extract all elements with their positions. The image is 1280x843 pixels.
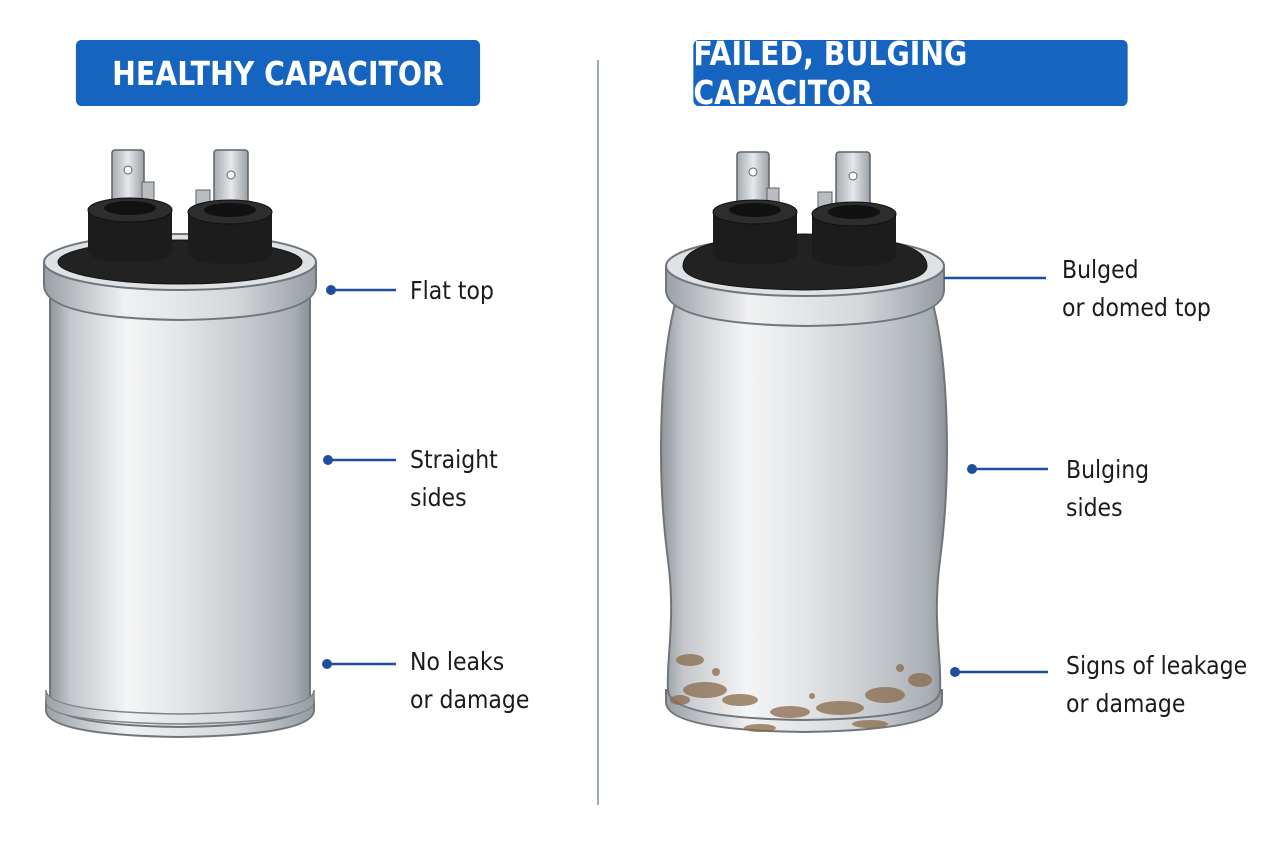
callout-leakage-line2: or damage [1066, 689, 1186, 718]
terminal-left [87, 149, 173, 262]
center-divider [597, 60, 599, 805]
leakage-stains [670, 654, 932, 732]
healthy-capacitor-title: HEALTHY CAPACITOR [75, 40, 481, 106]
bulging-capacitor [660, 151, 948, 734]
callout-straight-sides: Straight sides [410, 441, 498, 517]
callout-leakage-line1: Signs of leakage [1066, 651, 1248, 680]
healthy-callouts [322, 285, 396, 669]
callout-straight-sides-line2: sides [410, 483, 467, 512]
terminal-right-failed [811, 151, 897, 266]
callout-bulged-top: Bulged or domed top [1062, 251, 1211, 327]
healthy-capacitor [43, 149, 317, 739]
callout-bulging-sides-line2: sides [1066, 493, 1123, 522]
callout-bulging-sides: Bulging sides [1066, 451, 1149, 527]
callout-no-leaks-line1: No leaks [410, 647, 505, 676]
callout-no-leaks-line2: or damage [410, 685, 530, 714]
callout-flat-top-line1: Flat top [410, 276, 494, 305]
terminal-left-failed [712, 151, 798, 264]
failed-capacitor-title: FAILED, BULGING CAPACITOR [693, 34, 1128, 112]
callout-bulged-top-line1: Bulged [1062, 255, 1139, 284]
callout-flat-top: Flat top [410, 272, 494, 310]
terminal-right [187, 149, 273, 264]
callout-bulged-top-line2: or domed top [1062, 293, 1211, 322]
callout-no-leaks: No leaks or damage [410, 643, 529, 719]
failed-callouts [944, 276, 1048, 677]
callout-bulging-sides-line1: Bulging [1066, 455, 1150, 484]
callout-straight-sides-line1: Straight [410, 445, 498, 474]
callout-leakage: Signs of leakage or damage [1066, 647, 1247, 723]
